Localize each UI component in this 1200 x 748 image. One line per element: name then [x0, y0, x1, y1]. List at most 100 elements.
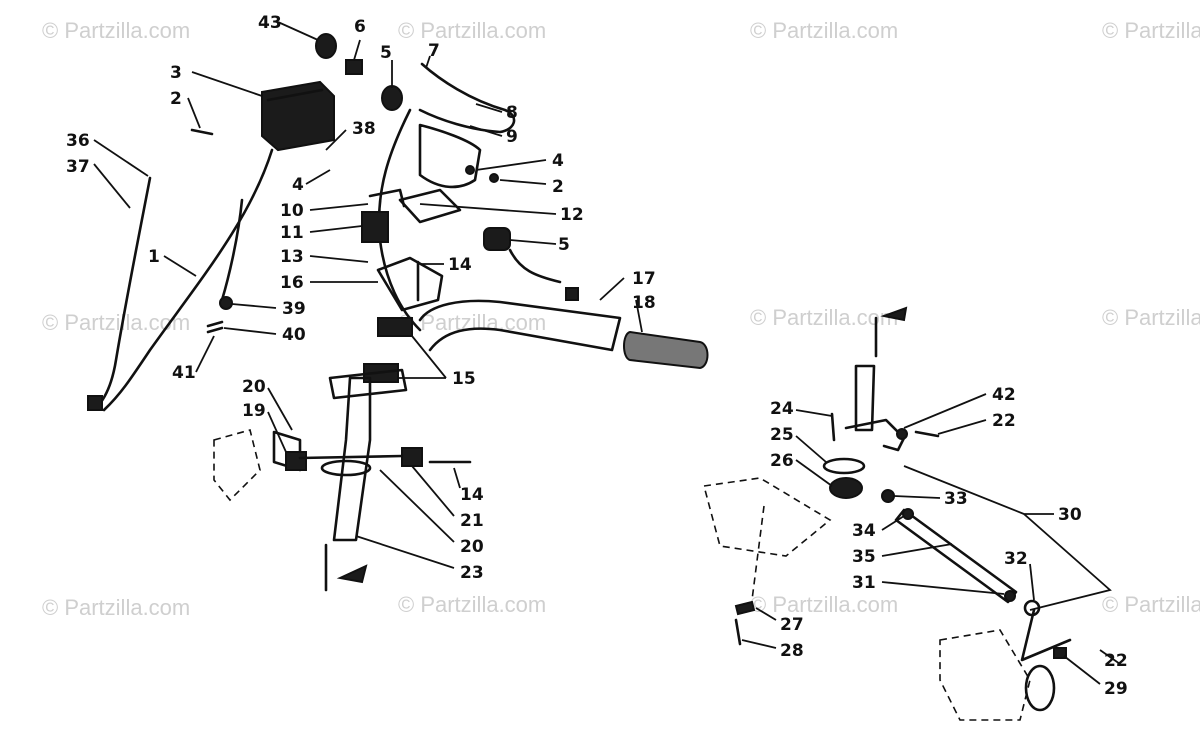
- callout-17: 17: [632, 269, 656, 289]
- leader-9: [469, 125, 503, 137]
- watermark: © Partzilla.com: [1102, 592, 1200, 617]
- handlebar-assembly: [87, 33, 709, 592]
- nut-2: [489, 173, 499, 183]
- leader-18: [635, 299, 643, 333]
- callout-9: 9: [506, 127, 518, 147]
- callout-4: 4: [552, 151, 564, 171]
- callout-36: 36: [66, 131, 90, 151]
- gauge-face: [266, 88, 324, 102]
- callout-39: 39: [282, 299, 306, 319]
- clamp-block-21: [401, 447, 423, 467]
- callout-27: 27: [780, 615, 804, 635]
- callout-33: 33: [944, 489, 968, 509]
- leader-31: [881, 581, 1005, 595]
- watermark: © Partzilla.com: [1102, 305, 1200, 330]
- clip-40: [206, 320, 224, 334]
- connector: [87, 395, 103, 411]
- callout-10: 10: [280, 201, 304, 221]
- ball-joint-33: [881, 489, 895, 503]
- callout-30: 30: [1058, 505, 1082, 525]
- gauge-housing: [261, 80, 335, 152]
- steering-column: [854, 364, 876, 432]
- leader-26: [795, 459, 833, 487]
- watermark: © Partzilla.com: [398, 592, 546, 617]
- switch-block: [361, 211, 389, 243]
- frame-leg: [751, 505, 765, 601]
- leader-30: [903, 465, 1112, 611]
- callout-38: 38: [352, 119, 376, 139]
- watermark: © Partzilla.com: [750, 305, 898, 330]
- pin-22: [914, 430, 940, 438]
- callout-35: 35: [852, 547, 876, 567]
- tie-rod: [894, 508, 1018, 604]
- leader-11: [309, 225, 363, 233]
- callout-7: 7: [428, 41, 440, 61]
- wire-plug: [565, 287, 579, 301]
- screw: [190, 128, 214, 136]
- leader-32: [1029, 563, 1035, 601]
- leader-4b: [305, 169, 331, 185]
- washer-25: [822, 457, 866, 475]
- nut-29: [1053, 647, 1067, 659]
- leader-38: [325, 129, 347, 151]
- key-switch: [483, 227, 511, 251]
- callout-20b: 20: [460, 537, 484, 557]
- leader-lines: [93, 21, 1121, 685]
- callout-1: 1: [148, 247, 160, 267]
- callout-26: 26: [770, 451, 794, 471]
- leader-7: [425, 55, 431, 69]
- callout-24: 24: [770, 399, 794, 419]
- callout-32: 32: [1004, 549, 1028, 569]
- callout-6: 6: [354, 17, 366, 37]
- leader-4a: [475, 159, 547, 171]
- leader-8: [475, 103, 503, 113]
- spindle-arm: [1020, 608, 1072, 662]
- leader-25: [795, 435, 827, 463]
- callout-19: 19: [242, 401, 266, 421]
- callout-13: 13: [280, 247, 304, 267]
- callout-5: 5: [380, 43, 392, 63]
- washer-4: [465, 165, 475, 175]
- callouts: 43 6 5 7 8 9 3 2 38 4 2 36 37 10 11 12 1…: [66, 13, 1128, 699]
- leader-1: [163, 255, 197, 277]
- nut-34: [902, 508, 914, 520]
- callout-11: 11: [280, 223, 304, 243]
- bearing-26: [829, 477, 863, 499]
- leader-29: [1063, 655, 1101, 685]
- axis-arrow-top: [880, 306, 908, 322]
- leader-33: [893, 495, 941, 499]
- watermark: © Partzilla.com: [42, 310, 190, 335]
- leader-14b: [453, 467, 461, 489]
- grip: [623, 330, 709, 370]
- nut-5: [381, 85, 403, 111]
- arm-pivot: [896, 428, 908, 440]
- watermark: © Partzilla.com: [750, 18, 898, 43]
- steering-linkage-assembly: [702, 306, 1072, 721]
- leader-5b: [509, 239, 557, 245]
- clamp-bar: [298, 454, 404, 460]
- cowl-bracket: [418, 123, 482, 189]
- bolt-28: [734, 618, 742, 646]
- leader-3: [191, 71, 263, 97]
- callout-28: 28: [780, 641, 804, 661]
- leader-13: [309, 255, 369, 263]
- callout-29: 29: [1104, 679, 1128, 699]
- leader-43: [277, 21, 319, 41]
- leader-35: [881, 543, 953, 557]
- callout-34: 34: [852, 521, 876, 541]
- leader-2b: [499, 179, 547, 185]
- leader-28: [741, 639, 777, 649]
- bolt-24: [830, 412, 836, 442]
- clamp-block-19: [285, 451, 307, 471]
- leader-22a: [937, 419, 987, 435]
- watermark: © Partzilla.com: [398, 310, 546, 335]
- leader-20: [267, 387, 293, 431]
- callout-40: 40: [282, 325, 306, 345]
- leader-6: [353, 39, 361, 61]
- callout-37: 37: [66, 157, 90, 177]
- callout-23: 23: [460, 563, 484, 583]
- callout-21: 21: [460, 511, 484, 531]
- switch-wire: [508, 248, 562, 284]
- cable-36: [220, 198, 244, 302]
